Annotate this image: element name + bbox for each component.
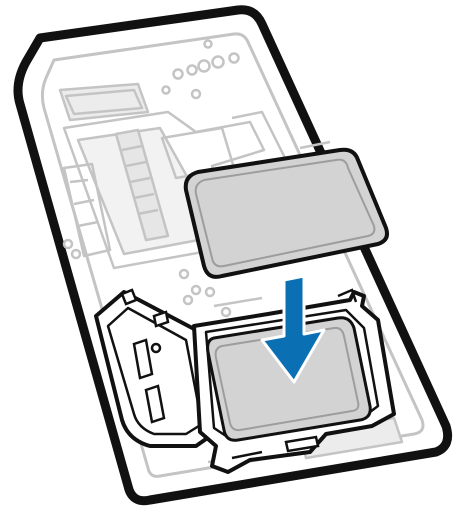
sim-install-figure <box>0 0 458 513</box>
installation-diagram <box>0 0 458 513</box>
